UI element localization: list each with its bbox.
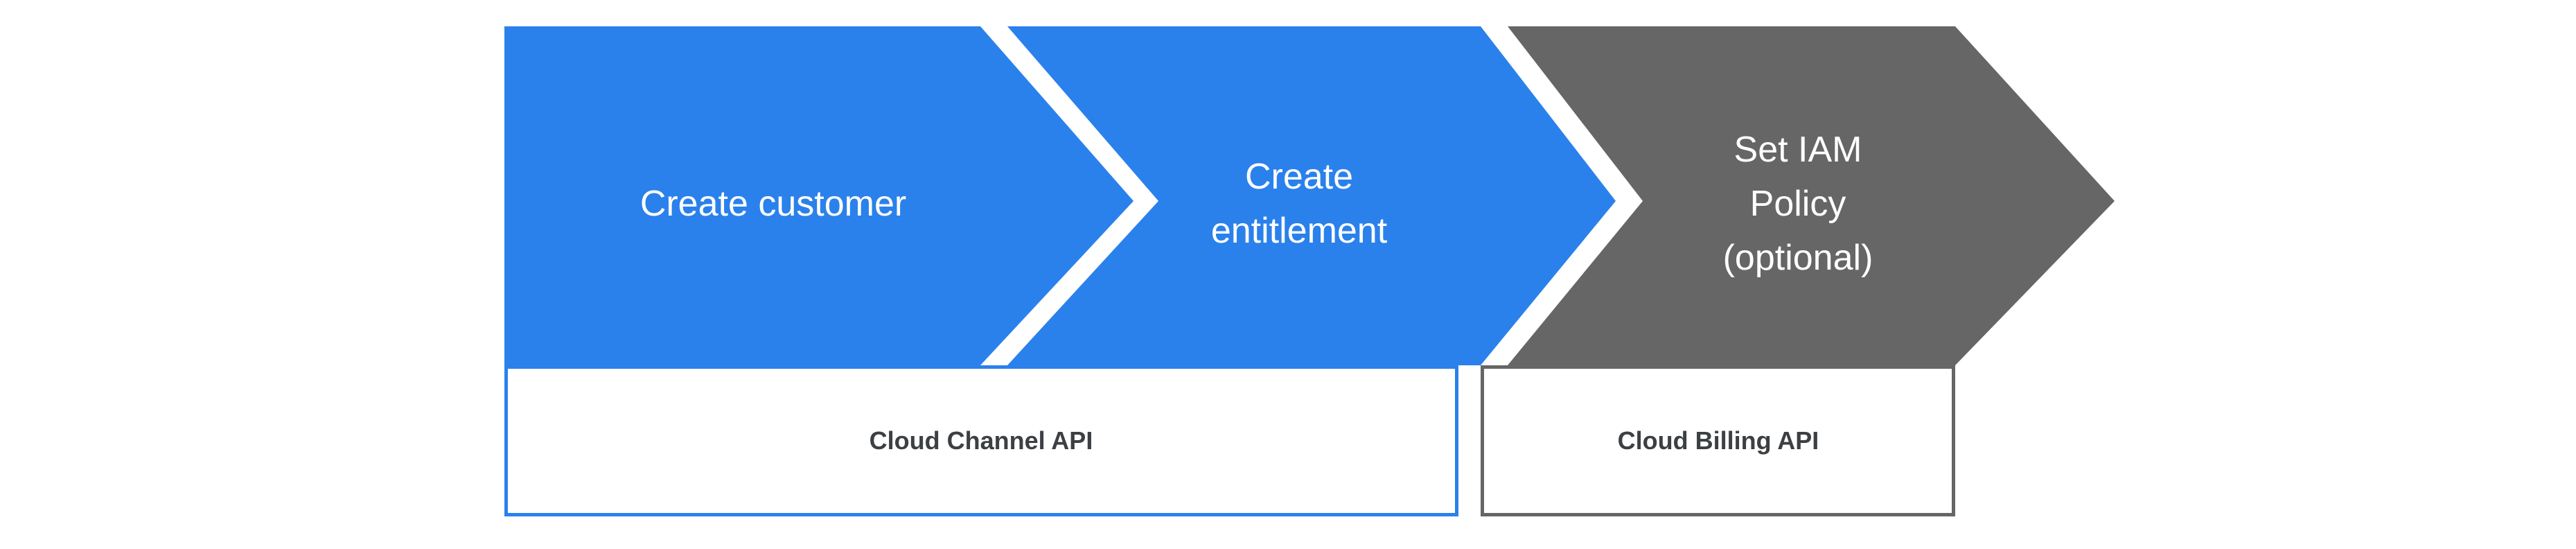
api-box-cloud-channel[interactable] [504,365,1458,516]
chevron-create-entitlement[interactable] [1007,26,1616,365]
chevron-set-iam-policy[interactable] [1508,26,2115,365]
chevron-create-customer[interactable] [504,26,1133,365]
api-box-cloud-billing[interactable] [1481,365,1955,516]
